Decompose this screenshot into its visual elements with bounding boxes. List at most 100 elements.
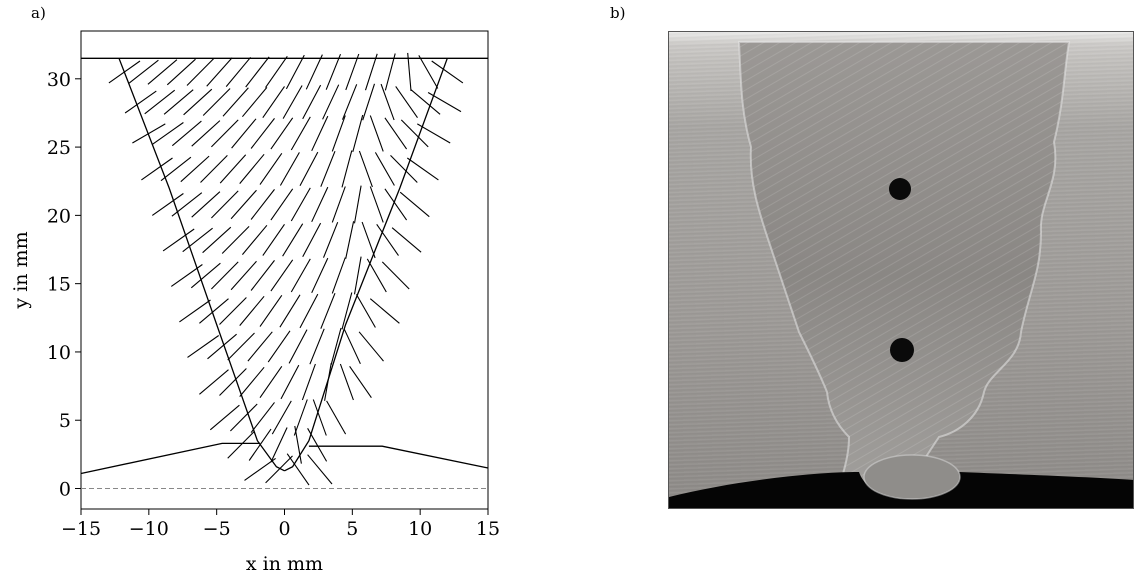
orientation-segment	[391, 227, 422, 253]
orientation-segment	[179, 299, 211, 323]
panel-label-b: b)	[610, 4, 626, 22]
orientation-segment	[282, 223, 304, 257]
orientation-segment	[280, 364, 300, 400]
orientation-segment	[144, 89, 176, 115]
orientation-segment	[345, 53, 360, 91]
orientation-segment	[147, 59, 178, 85]
orientation-segment	[160, 156, 192, 182]
orientation-segment	[290, 187, 311, 222]
orientation-segment	[211, 119, 239, 148]
orientation-segment	[247, 331, 273, 362]
orientation-segment	[259, 294, 283, 327]
orientation-segment	[241, 224, 268, 255]
orientation-segment	[199, 298, 229, 324]
orientation-segment	[390, 155, 418, 183]
orientation-segment	[309, 328, 325, 365]
orientation-segment	[358, 150, 373, 188]
orientation-segment	[171, 192, 203, 217]
orientation-segment	[270, 188, 294, 221]
orientation-segment	[270, 259, 294, 292]
orientation-segment	[406, 157, 439, 181]
orientation-segment	[431, 60, 464, 84]
orientation-segment	[427, 92, 462, 113]
orientation-segment	[417, 123, 451, 144]
orientation-segment	[282, 85, 303, 119]
x-tick-label: 10	[408, 518, 432, 540]
orientation-segment	[262, 86, 285, 119]
orientation-segment	[399, 191, 430, 218]
root-bead	[863, 454, 961, 500]
orientation-segment	[325, 53, 342, 90]
orientation-segment	[322, 84, 340, 120]
orientation-segment	[191, 120, 221, 147]
orientation-segment	[384, 117, 408, 150]
orientation-segment	[311, 186, 329, 223]
porosity-pore-upper	[889, 178, 911, 200]
orientation-segment	[285, 54, 305, 90]
x-tick-label: 15	[476, 518, 500, 540]
orientation-segment	[326, 400, 347, 435]
orientation-segment	[128, 59, 159, 85]
orientation-segment	[353, 256, 362, 295]
x-tick-label: −5	[203, 518, 231, 540]
orientation-segment	[265, 455, 293, 484]
panel-label-a: a)	[31, 4, 46, 22]
orientation-segment	[345, 221, 355, 259]
orientation-segment	[191, 191, 221, 218]
orientation-segment	[270, 117, 294, 150]
orientation-segment	[364, 53, 378, 91]
orientation-segment	[231, 118, 257, 149]
orientation-segment	[108, 60, 141, 84]
orientation-segment	[151, 193, 184, 216]
orientation-segment	[307, 428, 328, 462]
orientation-segment	[170, 264, 203, 287]
orientation-segment	[301, 363, 316, 401]
orientation-segment	[209, 404, 240, 431]
orientation-segment	[225, 56, 252, 87]
orientation-segment	[279, 294, 301, 328]
orientation-segment	[302, 222, 322, 258]
orientation-segment	[187, 335, 220, 358]
orientation-segment	[407, 52, 412, 92]
orientation-segment	[270, 427, 288, 463]
orientation-segment	[245, 56, 270, 88]
y-tick-label: 0	[59, 479, 71, 501]
orientation-segment	[286, 453, 310, 486]
orientation-segment	[400, 119, 429, 148]
orientation-segment	[183, 88, 213, 116]
orientation-segment	[353, 185, 362, 224]
orientation-segment	[320, 292, 336, 329]
orientation-segment	[250, 260, 275, 291]
orientation-segment	[262, 223, 285, 256]
orientation-segment	[166, 58, 196, 86]
porosity-pore-lower	[890, 338, 914, 362]
orientation-segment	[349, 365, 372, 399]
orientation-segment	[230, 260, 257, 291]
orientation-segment	[288, 329, 308, 364]
y-tick-label: 15	[47, 274, 71, 296]
orientation-segment	[207, 333, 237, 360]
orientation-segment	[290, 116, 311, 151]
orientation-segment	[265, 55, 288, 88]
orientation-segment	[384, 53, 396, 91]
orientation-segment	[361, 221, 376, 259]
orientation-segment	[227, 430, 255, 459]
orientation-segment	[299, 293, 319, 329]
orientation-segment	[227, 332, 255, 361]
orientation-segment	[331, 257, 346, 294]
orientation-segment	[343, 328, 361, 365]
y-axis-title: y in mm	[10, 231, 32, 309]
orientation-segment	[369, 186, 384, 223]
x-tick-label: 5	[346, 518, 358, 540]
orientation-segment	[395, 86, 418, 119]
orientation-segment	[290, 258, 311, 293]
y-tick-label: 25	[47, 137, 71, 159]
orientation-segment	[250, 118, 275, 149]
orientation-segment	[293, 399, 308, 436]
orientation-segment	[352, 114, 364, 153]
orientation-segment	[311, 115, 329, 152]
orientation-segment	[211, 261, 239, 290]
orientation-segment	[230, 403, 258, 432]
orientation-segment	[199, 369, 229, 395]
orientation-segment	[305, 54, 323, 90]
